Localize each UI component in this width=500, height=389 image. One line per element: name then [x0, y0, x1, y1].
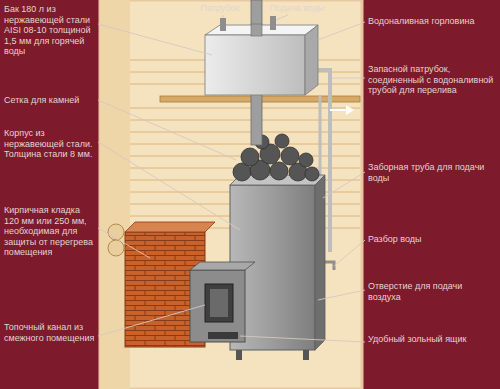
- part-label: Кирпичная кладка 120 мм или 250 мм, необ…: [4, 205, 96, 258]
- part-label: Удобный зольный ящик: [368, 334, 494, 345]
- part-label: Подача воды: [262, 3, 332, 14]
- part-label: Сетка для камней: [4, 95, 96, 106]
- part-label: Отверстие для подачи воздуха: [368, 281, 494, 302]
- part-label: Водоналивная горловина: [368, 16, 494, 27]
- part-label: Бак 180 л из нержавеющей стали AISI 08-1…: [4, 4, 96, 57]
- part-label: Запасной патрубок, соединенный с водонал…: [368, 64, 494, 96]
- part-label: Разбор воды: [368, 234, 494, 245]
- part-label: Корпус из нержавеющей стали. Толщина ста…: [4, 128, 96, 160]
- part-label: Топочный канал из смежного помещения: [4, 322, 96, 343]
- part-label: Патрубок: [190, 3, 250, 14]
- part-label: Заборная труба для подачи воды: [368, 162, 494, 183]
